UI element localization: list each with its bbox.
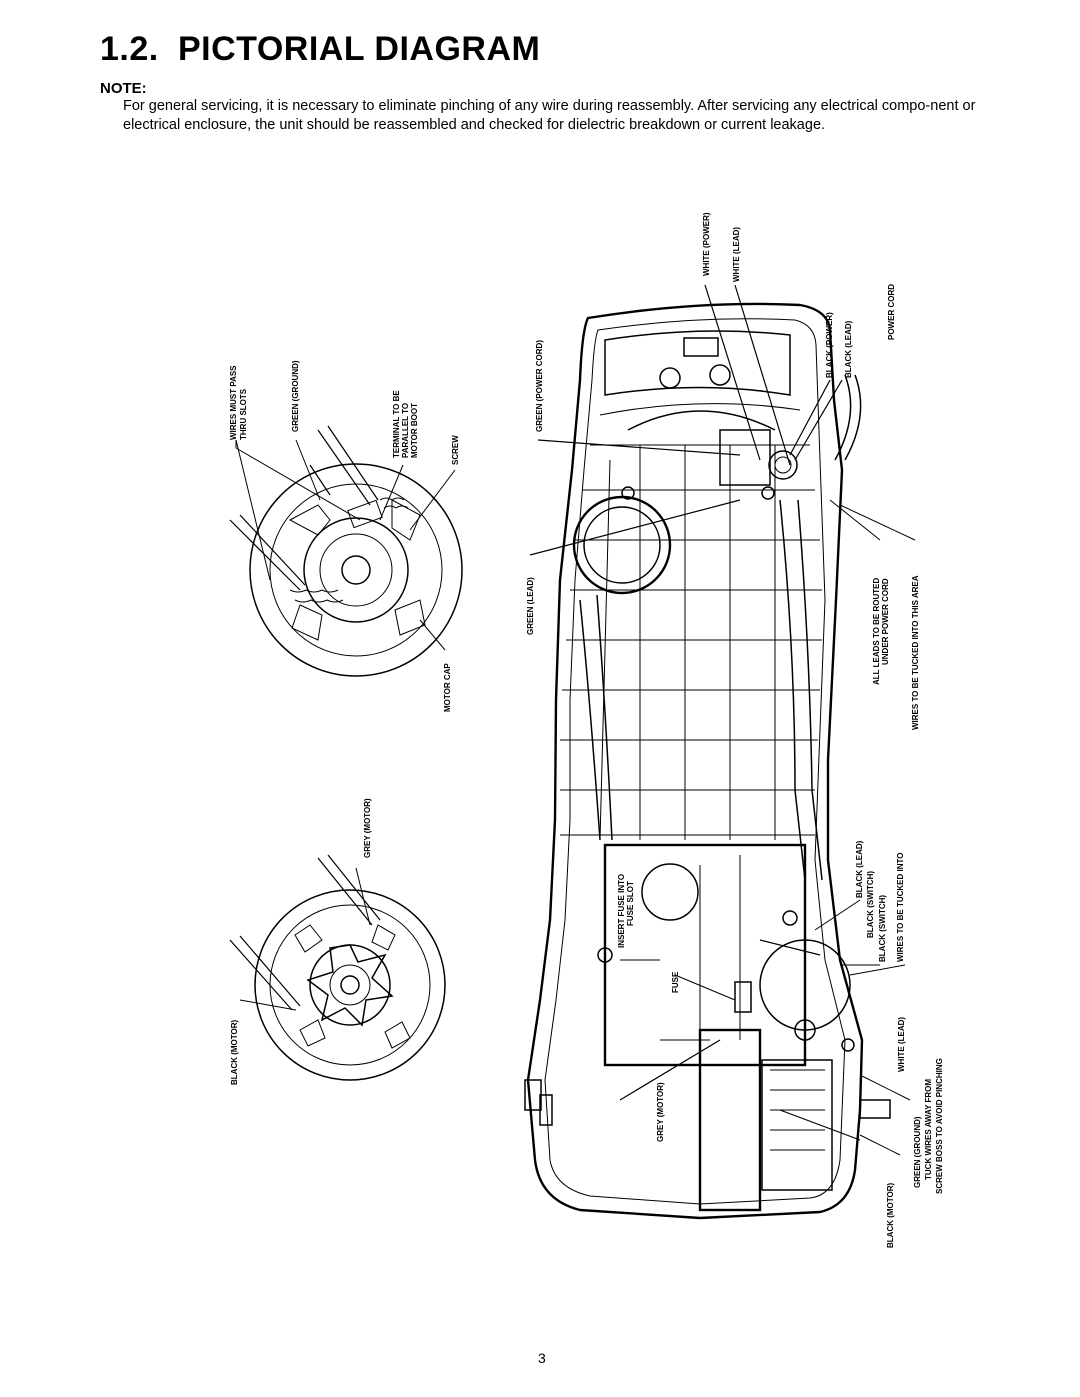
label-grey-motor-center: GREY (MOTOR) bbox=[656, 1082, 665, 1142]
motor-outer bbox=[254, 889, 446, 1081]
label-green-ground-top: GREEN (GROUND) bbox=[291, 360, 300, 432]
section-number: 1.2. bbox=[100, 30, 159, 68]
label-black-switch-2: BLACK (SWITCH) bbox=[878, 895, 887, 962]
label-black-motor-left: BLACK (MOTOR) bbox=[230, 1019, 239, 1085]
label-white-lead-bottom: WHITE (LEAD) bbox=[897, 1017, 906, 1072]
label-black-motor-bottom: BLACK (MOTOR) bbox=[886, 1182, 895, 1248]
vacuum-body bbox=[524, 284, 916, 1220]
label-screw-boss: SCREW BOSS TO AVOID PINCHING bbox=[935, 1058, 944, 1194]
fuse bbox=[734, 981, 752, 1013]
label-green-lead: GREEN (LEAD) bbox=[526, 577, 535, 635]
exhaust-port bbox=[572, 495, 672, 595]
label-thru-slots: THRU SLOTS bbox=[239, 388, 248, 440]
motor-hub bbox=[340, 975, 360, 995]
page-title: 1.2. PICTORIAL DIAGRAM bbox=[100, 30, 540, 69]
label-motor-cap: MOTOR CAP bbox=[443, 663, 452, 712]
top-clip bbox=[683, 337, 719, 357]
label-black-lead-mid: BLACK (LEAD) bbox=[855, 840, 864, 898]
label-all-leads-2: UNDER POWER CORD bbox=[881, 578, 890, 665]
fuse-slot-cover bbox=[641, 863, 699, 921]
label-wires-tucked-area: WIRES TO BE TUCKED INTO THIS AREA bbox=[911, 575, 920, 730]
label-all-leads-1: ALL LEADS TO BE ROUTED bbox=[872, 578, 881, 685]
label-terminal-2: PARALLEL TO bbox=[401, 403, 410, 458]
label-wires-tucked-into: WIRES TO BE TUCKED INTO bbox=[896, 853, 905, 963]
label-white-lead-top: WHITE (LEAD) bbox=[732, 227, 741, 282]
label-insert-fuse-1: INSERT FUSE INTO bbox=[617, 874, 626, 948]
label-screw: SCREW bbox=[451, 435, 460, 465]
motor-view bbox=[229, 854, 446, 1081]
label-black-switch-1: BLACK (SWITCH) bbox=[866, 871, 875, 938]
motor-terminal bbox=[347, 499, 383, 529]
label-grey-motor-left: GREY (MOTOR) bbox=[363, 798, 372, 858]
motor-shaft bbox=[341, 555, 371, 585]
label-terminal-1: TERMINAL TO BE bbox=[392, 390, 401, 458]
label-green-power-cord: GREEN (POWER CORD) bbox=[535, 340, 544, 432]
label-insert-fuse-2: FUSE SLOT bbox=[626, 881, 635, 926]
page-number: 3 bbox=[538, 1350, 546, 1366]
label-black-power: BLACK (POWER) bbox=[825, 312, 834, 378]
label-green-ground-bottom: GREEN (GROUND) bbox=[913, 1116, 922, 1188]
label-power-cord: POWER CORD bbox=[887, 284, 896, 340]
label-wires-must-pass: WIRES MUST PASS bbox=[229, 365, 238, 440]
note-label: NOTE: bbox=[100, 80, 147, 97]
label-tuck-wires: TUCK WIRES AWAY FROM bbox=[924, 1079, 933, 1180]
label-fuse: FUSE bbox=[671, 971, 680, 993]
note-text: For general servicing, it is necessary t… bbox=[123, 98, 976, 133]
label-white-power: WHITE (POWER) bbox=[702, 212, 711, 276]
body-outline bbox=[526, 302, 864, 1220]
motor-cap-outer bbox=[249, 463, 463, 677]
motor-housing bbox=[759, 939, 851, 1031]
label-black-lead-top: BLACK (LEAD) bbox=[844, 320, 853, 378]
motor-cap-view bbox=[229, 425, 463, 677]
switch-knob bbox=[768, 450, 798, 480]
section-title: PICTORIAL DIAGRAM bbox=[178, 30, 541, 68]
fuse-box bbox=[603, 843, 807, 1067]
label-terminal-3: MOTOR BOOT bbox=[410, 403, 419, 458]
